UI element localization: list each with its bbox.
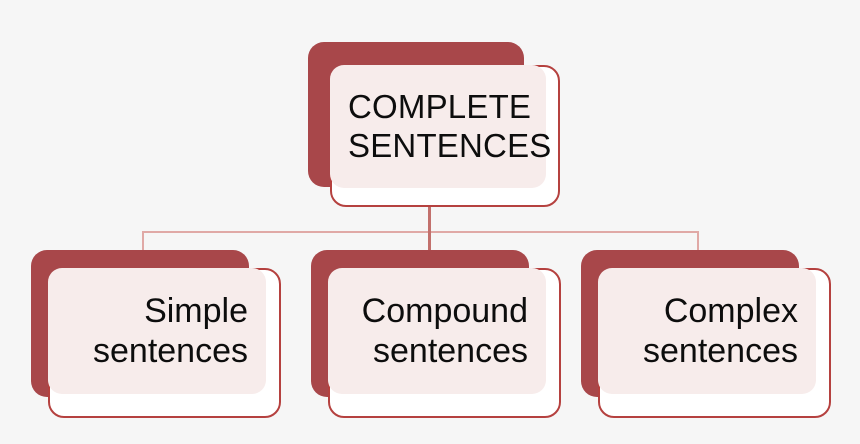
- connector-root-stem: [428, 203, 431, 234]
- node-complete-sentences: COMPLETE SENTENCES: [308, 42, 560, 207]
- node-simple-sentences: Simple sentences: [31, 250, 281, 418]
- node-panel: Complex sentences: [598, 268, 816, 394]
- node-label: Simple sentences: [93, 291, 248, 370]
- node-complex-sentences: Complex sentences: [581, 250, 831, 418]
- connector-drop-simple: [142, 231, 144, 253]
- node-compound-sentences: Compound sentences: [311, 250, 561, 418]
- node-panel: Simple sentences: [48, 268, 266, 394]
- node-label: Compound sentences: [361, 291, 528, 370]
- node-panel: Compound sentences: [328, 268, 546, 394]
- node-label: COMPLETE SENTENCES: [348, 87, 552, 164]
- connector-drop-compound: [428, 231, 431, 254]
- connector-drop-complex: [697, 231, 699, 253]
- node-label: Complex sentences: [643, 291, 798, 370]
- connector-horizontal-bus: [142, 231, 699, 233]
- node-panel: COMPLETE SENTENCES: [330, 65, 552, 188]
